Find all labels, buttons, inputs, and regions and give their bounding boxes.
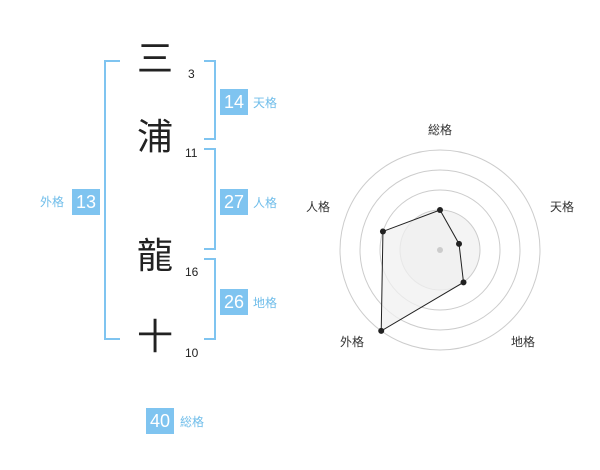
- jinkaku-bracket: [204, 148, 216, 250]
- radar-ring: [359, 169, 521, 331]
- name-char-3: 龍: [136, 236, 173, 277]
- name-char-1: 三: [136, 39, 173, 80]
- radar-point-0: [437, 207, 443, 213]
- radar-point-3: [378, 327, 385, 334]
- name-char-4: 十: [136, 317, 173, 358]
- soukaku-label: 総格: [180, 415, 205, 429]
- stroke-count-3: 16: [185, 265, 199, 279]
- name-char-2: 浦: [136, 117, 173, 158]
- radar-axis-label-chikaku: 地格: [511, 335, 536, 349]
- gaikaku-bracket: [104, 60, 120, 340]
- chikaku-value: 26: [220, 289, 248, 315]
- radar-axis-label-gaikaku: 外格: [340, 335, 365, 349]
- stroke-count-1: 3: [188, 67, 195, 81]
- radar-point-2: [460, 279, 467, 286]
- gaikaku-label: 外格: [40, 195, 65, 209]
- soukaku-value: 40: [146, 408, 174, 434]
- radar-axis-label-soukaku: 総格: [428, 123, 453, 137]
- stroke-count-2: 11: [185, 146, 198, 160]
- stroke-count-4: 10: [185, 346, 199, 360]
- radar-point-4: [379, 228, 386, 235]
- tenkaku-bracket: [204, 60, 216, 140]
- jinkaku-value: 27: [220, 189, 248, 215]
- tenkaku-label: 天格: [253, 96, 278, 110]
- radar-point-1: [456, 240, 463, 247]
- radar-series-polygon: [380, 209, 465, 332]
- radar-axis-label-jinkaku: 人格: [306, 200, 331, 214]
- chikaku-bracket: [204, 258, 216, 340]
- radar-ring: [339, 149, 541, 351]
- jinkaku-label: 人格: [253, 196, 278, 210]
- radar-ring: [379, 189, 501, 311]
- chikaku-label: 地格: [253, 296, 278, 310]
- gaikaku-value: 13: [72, 189, 100, 215]
- radar-axis-label-tenkaku: 天格: [550, 200, 575, 214]
- radar-center-dot: [437, 247, 443, 253]
- tenkaku-value: 14: [220, 89, 248, 115]
